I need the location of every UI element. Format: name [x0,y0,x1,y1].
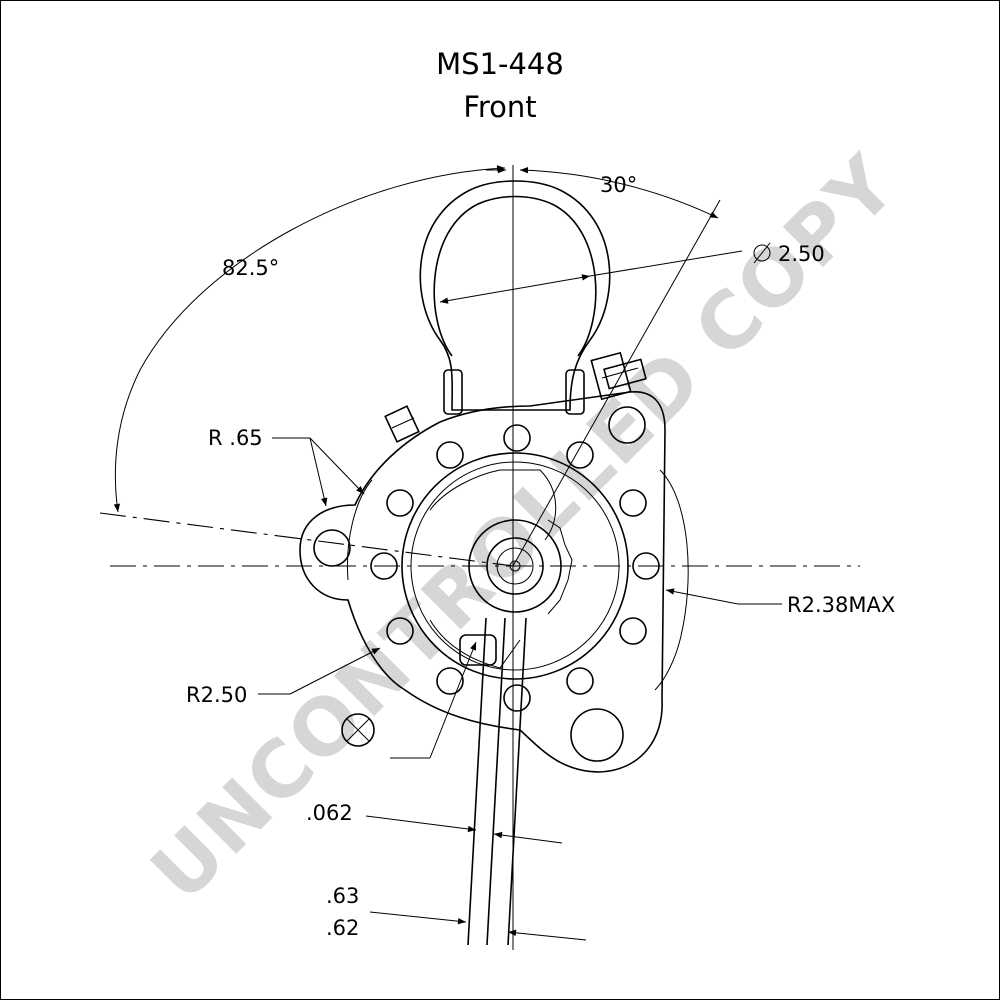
angled-centerline-left [99,512,514,567]
mounting-hole-bottom [570,708,624,762]
dimension-radius-max: R2.38MAX [665,588,895,617]
dimension-width: .63 .62 [326,884,587,941]
lead-line-left [467,617,487,946]
dimension-diameter: 2.50 [439,242,825,304]
dimension-diameter-label: 2.50 [778,242,825,266]
lead-line-right [507,617,527,946]
solenoid-housing [419,180,611,415]
dimension-thickness: .062 [306,801,563,844]
part-number-title: MS1-448 [436,47,564,81]
dimension-radius-left-label: R2.50 [186,683,247,707]
dimension-30deg: 30° [486,166,719,219]
terminal-stud-right [590,351,647,401]
terminal-stud-left [384,405,420,443]
dimension-30deg-label: 30° [600,173,637,197]
mounting-hole-left [313,529,351,567]
dimension-width-lower-label: .62 [326,916,359,940]
dimension-radius-left: R2.50 [186,641,477,759]
lead-line-mid [486,617,506,946]
pinion-gear [468,519,573,615]
dimension-width-upper-label: .63 [326,884,359,908]
socket-symbol [341,713,375,747]
drive-slot [459,634,497,666]
angled-centerline-right [512,199,721,567]
view-label: Front [463,90,536,124]
dimension-82-5deg: 82.5° [113,165,506,513]
dimension-82-5deg-label: 82.5° [222,256,279,280]
dimension-radius-small-label: R .65 [208,426,263,450]
dimension-radius-max-label: R2.38MAX [787,593,895,617]
dimension-thickness-label: .062 [306,801,353,825]
mounting-hole-top [608,406,646,444]
dimension-radius-small: R .65 [208,426,365,507]
